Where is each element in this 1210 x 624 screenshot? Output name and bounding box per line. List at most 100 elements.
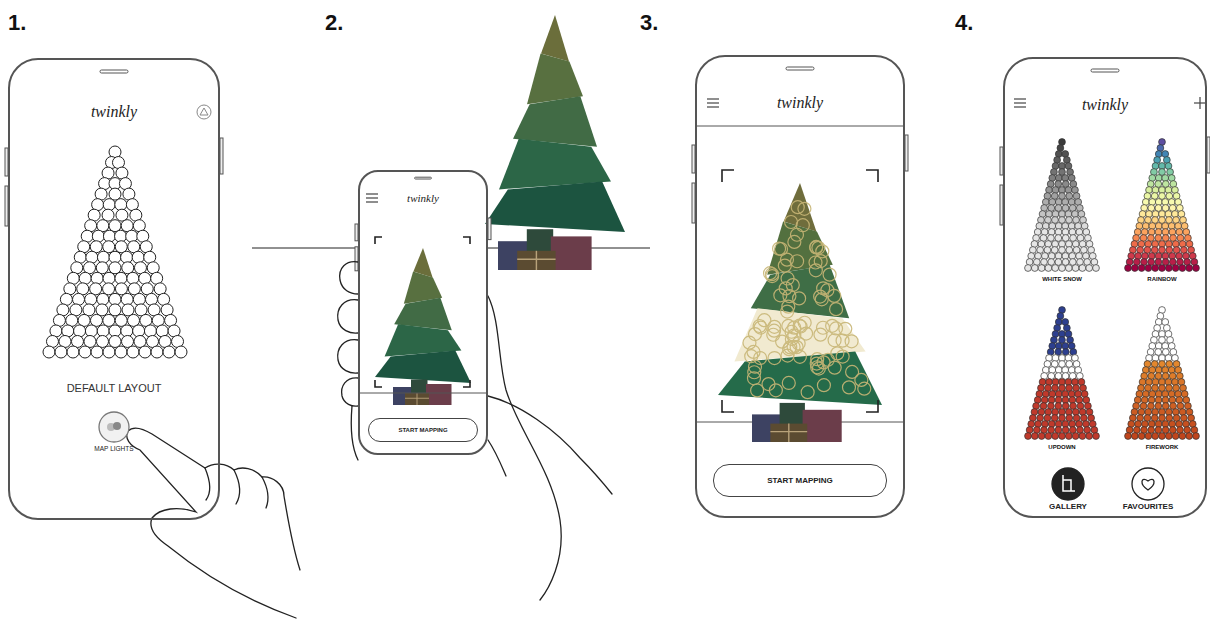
map-lights-button: MAP LIGHTS xyxy=(87,410,141,458)
phone-screen: twinklyDEFAULT LAYOUTMAP LIGHTS xyxy=(8,58,220,520)
tree-tier xyxy=(513,96,597,147)
light-dots xyxy=(1179,265,1186,272)
menu-icon xyxy=(1014,99,1026,107)
light-dots xyxy=(132,251,144,263)
light-dots xyxy=(1125,307,1200,440)
light-dots xyxy=(1031,265,1038,272)
light-dots xyxy=(1131,433,1138,440)
light-dots xyxy=(1045,433,1052,440)
light-dots xyxy=(1141,229,1148,236)
light-dots xyxy=(85,293,97,305)
light-dots xyxy=(55,346,67,358)
light-dots xyxy=(1052,433,1059,440)
menu-icon xyxy=(1014,102,1026,103)
light-dots xyxy=(1076,229,1083,236)
effect-name: FIREWORK xyxy=(1122,444,1202,451)
detected-lights xyxy=(768,324,781,337)
light-dots xyxy=(109,335,121,347)
light-dots xyxy=(145,293,157,305)
detected-lights xyxy=(828,289,841,302)
light-dots xyxy=(1042,391,1049,398)
light-dots xyxy=(1141,397,1148,404)
light-dots xyxy=(1041,229,1048,236)
light-dots xyxy=(1186,433,1193,440)
light-dots xyxy=(1041,397,1048,404)
camera-frame xyxy=(722,170,734,182)
gift-boxes xyxy=(405,393,429,405)
light-dots xyxy=(1086,433,1093,440)
default-layout-tree xyxy=(43,146,187,358)
light-dots xyxy=(1138,409,1145,416)
light-dots xyxy=(1172,433,1179,440)
menu-icon xyxy=(707,99,719,107)
button-circle xyxy=(1132,468,1164,500)
gift-boxes xyxy=(426,384,452,405)
menu-icon xyxy=(366,201,378,202)
tab-label: GALLERY xyxy=(1038,502,1098,512)
layout-title: DEFAULT LAYOUT xyxy=(10,382,218,395)
detected-lights xyxy=(793,350,806,363)
detected-lights xyxy=(781,349,794,362)
light-dots xyxy=(1042,223,1049,230)
light-dots xyxy=(1059,415,1066,422)
account-icon xyxy=(197,105,211,119)
light-dots xyxy=(109,262,121,274)
light-dots xyxy=(1135,421,1142,428)
christmas-tree-scene xyxy=(252,15,650,270)
effect-thumbnail xyxy=(1025,307,1100,440)
account-icon xyxy=(197,105,211,119)
light-dots xyxy=(103,346,115,358)
light-dots xyxy=(1145,433,1152,440)
detected-lights xyxy=(764,267,777,280)
phone-hardware xyxy=(1207,137,1210,173)
menu-icon xyxy=(366,193,378,194)
light-dots xyxy=(1146,211,1153,218)
light-dots xyxy=(139,346,151,358)
light-dots xyxy=(1179,241,1186,248)
camera-frame xyxy=(375,380,382,387)
detected-lights xyxy=(758,314,771,327)
light-dots xyxy=(43,146,187,358)
tree-tier xyxy=(499,139,611,190)
gift-boxes xyxy=(417,393,418,405)
gallery-icon xyxy=(1063,475,1075,491)
menu-icon xyxy=(707,98,719,99)
light-dots xyxy=(1025,265,1032,272)
start-mapping-button: START MAPPING xyxy=(368,418,478,442)
camera-frame xyxy=(375,237,470,387)
detected-lights xyxy=(845,335,858,348)
detected-lights xyxy=(855,373,868,386)
detected-lights xyxy=(782,376,795,389)
light-dots xyxy=(1175,223,1182,230)
light-dots xyxy=(1072,265,1079,272)
light-dots xyxy=(1079,241,1086,248)
add-icon xyxy=(1194,97,1206,109)
light-dots xyxy=(1152,265,1159,272)
detected-lights xyxy=(798,202,811,215)
hand-drawing xyxy=(127,262,612,618)
button-label: MAP LIGHTS xyxy=(87,445,141,453)
hand-outline xyxy=(488,296,561,600)
camera-preview xyxy=(358,237,488,405)
tree-tier xyxy=(541,15,569,62)
tree-tier xyxy=(767,221,833,274)
gift-boxes xyxy=(517,258,555,259)
light-dots xyxy=(1072,433,1079,440)
light-dots xyxy=(1176,229,1183,236)
light-dots xyxy=(1083,253,1090,260)
light-dots xyxy=(133,293,145,305)
light-dots xyxy=(1059,265,1066,272)
detected-lights xyxy=(783,290,796,303)
detected-lights xyxy=(793,292,806,305)
light-dots xyxy=(115,346,127,358)
gift-boxes xyxy=(393,380,452,406)
detected-lights xyxy=(788,329,801,342)
light-dots xyxy=(1093,433,1100,440)
hand-outline xyxy=(488,396,612,494)
light-dots xyxy=(115,283,127,295)
light-dots xyxy=(126,230,138,242)
phone-hardware xyxy=(1000,69,1210,225)
gift-boxes xyxy=(770,431,807,432)
phone-hardware xyxy=(905,135,908,171)
